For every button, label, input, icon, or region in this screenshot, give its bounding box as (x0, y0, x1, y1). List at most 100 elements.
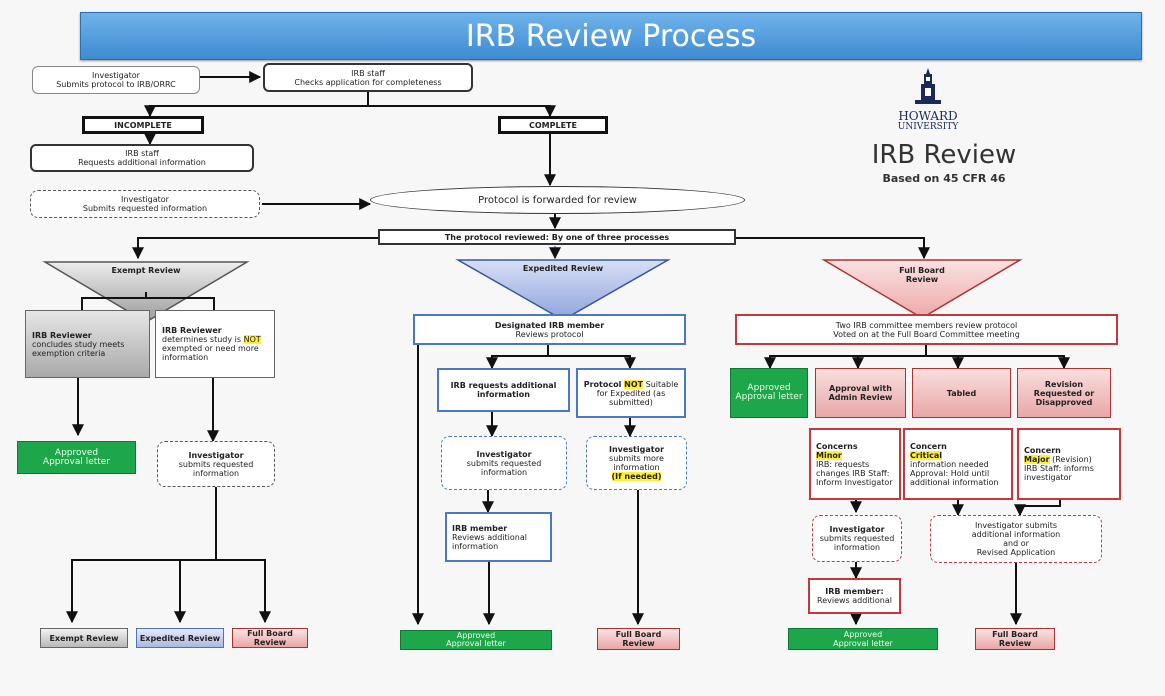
university-name-line2: UNIVERSITY (897, 122, 959, 132)
not-suitable-box: Protocol NOT Suitable for Expedited (as … (576, 368, 686, 418)
box-text: Approval letter (42, 456, 111, 467)
exempt-triangle-label: Exempt Review (111, 266, 181, 275)
box-title: IRB staff (125, 149, 159, 158)
if-needed-note: (If needed) (611, 472, 662, 481)
not-highlight: NOT (624, 379, 644, 389)
box-title: Concerns (816, 441, 858, 451)
box-text: Requests additional information (78, 158, 206, 167)
box-text-pre: Protocol (583, 379, 625, 389)
box-text: IRB Staff: informs investigator (1024, 464, 1094, 482)
critical-highlight: Critical (910, 450, 943, 460)
box-line2: Voted on at the Full Board Committee mee… (833, 329, 1020, 339)
box-text: Approval letter (446, 639, 506, 648)
tabled-box: Tabled (912, 368, 1011, 418)
box-text-pre: determines study is (162, 335, 244, 344)
admin-review-box: Approval with Admin Review (815, 368, 906, 418)
box-text: submits requested information (819, 534, 895, 552)
box-title: Investigator (829, 525, 885, 534)
box-title: Approved (747, 383, 791, 393)
box-text: Submits requested information (82, 204, 208, 213)
box-text: Reviews additional (817, 596, 892, 605)
box-text: submits more information (609, 454, 664, 472)
box-title: IRB member (452, 523, 508, 533)
fullboard-triangle-label: Full Board Review (899, 266, 945, 284)
box-text: concludes study meets exemption criteria (32, 339, 125, 358)
box-title: Investigator (121, 195, 169, 204)
box-line1: Investigator submits (974, 521, 1058, 530)
expedited-triangle (455, 259, 671, 321)
box-text: Reviews additional information (452, 532, 527, 551)
box-title: Investigator (188, 450, 244, 460)
box-text: submits requested information (178, 459, 254, 478)
box-line2: additional information (971, 530, 1061, 539)
box-text: Submits protocol to IRB/ORRC (56, 80, 176, 89)
box-text: Approval letter (833, 639, 893, 648)
minor-highlight: Minor (816, 450, 842, 460)
fullboard-irb-member-box: IRB member:Reviews additional (808, 578, 901, 614)
box-text-post: exempted or need more information (162, 344, 259, 362)
forwarded-ellipse: Protocol is forwarded for review (370, 186, 745, 214)
box-title: IRB member: (825, 587, 884, 596)
box-title: Approved (54, 447, 99, 458)
box-text: IRB requests additional information (450, 381, 557, 399)
box-text: Checks application for completeness (294, 77, 442, 87)
box-line4: Revised Application (976, 548, 1056, 557)
end-fullboard-review: Full Board Review (232, 628, 308, 648)
box-title: IRB Reviewer (162, 326, 222, 335)
end-exempt-review: Exempt Review (40, 628, 128, 648)
expedited-end-fullboard: Full Board Review (597, 628, 680, 650)
incomplete-box: INCOMPLETE (82, 116, 204, 134)
box-text: IRB: requests changes IRB Staff: Inform … (816, 459, 893, 487)
two-members-box: Two IRB committee members review protoco… (735, 314, 1118, 345)
tower-icon (915, 68, 941, 104)
irb-requests-box: IRB requests additional information (437, 368, 570, 412)
not-highlight: NOT (243, 335, 261, 344)
university-logo: HOWARD UNIVERSITY (878, 66, 978, 136)
box-title: Approved (843, 630, 883, 639)
box-text: information needed Approval: Hold until … (910, 459, 999, 487)
box-title: Concern (910, 441, 947, 451)
box-text: Reviews protocol (515, 329, 584, 339)
box-line1: Two IRB committee members review protoco… (835, 320, 1018, 330)
complete-box: COMPLETE (498, 116, 608, 134)
three-processes-box: The protocol reviewed: By one of three p… (378, 229, 736, 245)
end-expedited-review: Expedited Review (136, 628, 224, 648)
major-highlight: Major (1024, 455, 1050, 464)
expedited-triangle-label: Expedited Review (522, 264, 604, 273)
fullboard-end-fullboard: Full Board Review (975, 628, 1055, 650)
page-title: IRB Review Process (80, 12, 1142, 60)
major-suffix: (Revision) (1052, 455, 1092, 464)
university-name-line1: HOWARD (898, 109, 958, 123)
box-title: Concern (1024, 446, 1061, 455)
box-text: Approval letter (735, 392, 803, 402)
box-title: Investigator (476, 449, 532, 459)
box-title: Approved (456, 631, 496, 640)
irb-review-subheading: Based on 45 CFR 46 (882, 172, 1006, 185)
fullboard-triangle (821, 259, 1023, 319)
irb-review-heading: IRB Review (871, 140, 1017, 170)
box-title: IRB Reviewer (32, 330, 92, 340)
box-title: Designated IRB member (494, 320, 605, 330)
box-text: submits requested information (466, 458, 542, 477)
box-title: Investigator (92, 71, 140, 80)
box-text-post: Suitable for Expedited (as submitted) (596, 379, 679, 407)
box-title: IRB staff (351, 68, 385, 78)
